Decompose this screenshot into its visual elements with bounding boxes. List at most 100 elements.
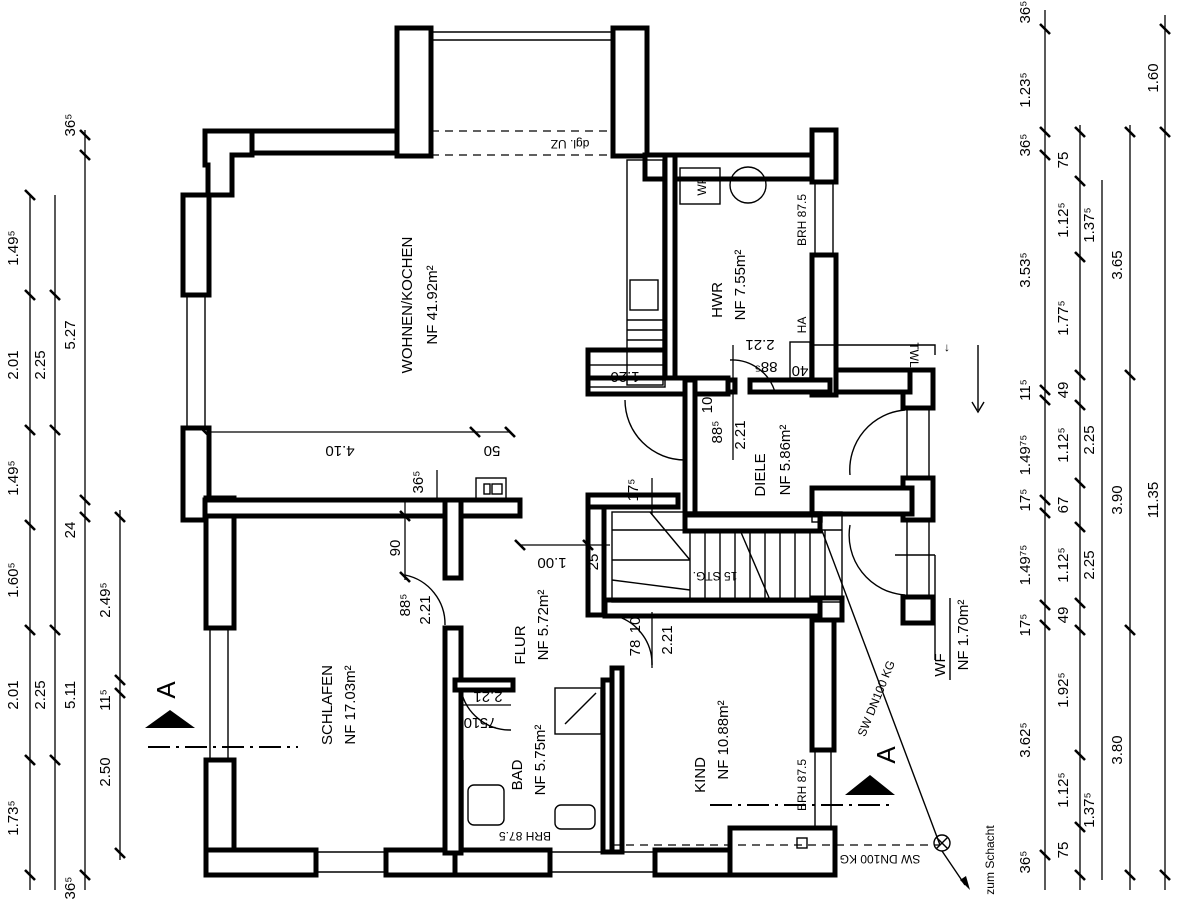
room-schlafen-area: NF 17.03m² (342, 665, 359, 744)
door-arc-schlafen (404, 574, 446, 626)
room-hwr-area: NF 7.55m² (732, 250, 749, 321)
rdim1-10: 36⁵ (1017, 851, 1034, 874)
wall-hwr-corner (809, 127, 839, 185)
brh-bad: BRH 87.5 (499, 829, 551, 843)
door-arc-wf (848, 524, 906, 596)
door-arc-wohnen (624, 399, 686, 461)
wall-bottom-1 (203, 847, 319, 878)
rdim5-1: 11.35 (1145, 482, 1162, 518)
ldim-6: 1.73⁵ (5, 800, 22, 835)
rdim2-0: 75 (1055, 152, 1072, 169)
sewer-label-bottom: SW DN100 KG (840, 852, 921, 866)
rdim4-2: 3.80 (1109, 735, 1126, 764)
rdim2-1: 1.12⁵ (1055, 202, 1072, 237)
wall-kitchen-diele (585, 375, 731, 397)
dim-88-5-h: 88⁵ (755, 358, 778, 375)
dim-2-21-b: 2.21 (473, 688, 502, 705)
door-arc-bad (460, 689, 512, 731)
wall-stair-top (682, 512, 823, 534)
rdim2-2: 1.77⁵ (1055, 300, 1072, 335)
dim-88-5-s: 88⁵ (397, 594, 414, 617)
bay-left-pier (394, 25, 434, 159)
dim-88-5-d: 88⁵ (709, 421, 726, 444)
zum-schacht-label: zum Schacht (983, 825, 997, 895)
rdim3-3: 1.37⁵ (1081, 792, 1098, 827)
dim-4-10: 4.10 (325, 442, 354, 459)
rdim4-1: 3.90 (1109, 485, 1126, 514)
ldim-4: 1.60⁵ (5, 562, 22, 597)
ldim2-2: 2.25 (32, 680, 49, 709)
dim-78: 78 (627, 640, 644, 657)
ldim2-1: 2.25 (32, 350, 49, 379)
door-arc-diele (849, 409, 906, 476)
dim-50: 50 (484, 442, 501, 459)
rdim2-5: 67 (1055, 497, 1072, 514)
chimney (475, 477, 507, 501)
rdim2-4: 1.12⁵ (1055, 427, 1072, 462)
fixtures: dgl. UZ WP (404, 130, 936, 850)
brh-kind: BRH 87.5 (795, 759, 809, 811)
ldim4-1: 2.49⁵ (97, 582, 114, 617)
kitchen-counter (626, 159, 664, 386)
room-kind-name: KIND (692, 757, 709, 793)
dim-2-21-k: 2.21 (659, 625, 676, 654)
section-arrow-right-icon (845, 775, 895, 795)
ldim4-3: 2.50 (97, 757, 114, 786)
room-kind-area: NF 10.88m² (715, 700, 732, 779)
rdim1-8: 17⁵ (1017, 614, 1034, 637)
rdim1-1: 1.23⁵ (1017, 72, 1034, 107)
washbasin (467, 784, 505, 826)
sewer-diag (817, 519, 941, 846)
rdim2-10: 75 (1055, 842, 1072, 859)
wall-flur-top (442, 497, 464, 581)
wall-stair-left-top (585, 492, 681, 510)
wall-schlafen-right (442, 625, 464, 856)
arrow-schacht-icon (960, 876, 970, 890)
brh-hwr: BRH 87.5 (795, 194, 809, 246)
room-schlafen-name: SCHLAFEN (319, 665, 336, 745)
wp-label: WP (695, 176, 709, 195)
room-wohnen-area: NF 41.92m² (424, 265, 441, 344)
dim-40: 40 (792, 362, 809, 379)
ldim4-2: 11⁵ (97, 689, 114, 711)
twl-label: TWL (907, 342, 921, 368)
room-bad-name: BAD (509, 759, 526, 790)
rdim5-0: 1.60 (1145, 63, 1162, 92)
wall-hwr-bottom-2 (747, 377, 833, 395)
ha-label: HA (795, 317, 809, 334)
wall-bottom-3 (652, 847, 733, 878)
ldim-3: 1.49⁵ (5, 460, 22, 495)
exterior-walls (180, 25, 936, 878)
dim-25: 25 (585, 554, 602, 571)
room-flur-area: NF 5.72m² (535, 590, 552, 661)
ldim3-3: 5.11 (62, 681, 79, 709)
dim-75: 75 (480, 714, 497, 731)
room-hwr-name: HWR (709, 282, 726, 318)
room-diele-area: NF 5.86m² (777, 425, 794, 496)
section-label-right: A (871, 746, 901, 764)
shower-tray (554, 687, 602, 735)
dim-10-b: 10 (464, 714, 481, 731)
wall-left-upper (180, 192, 212, 298)
wall-bottom-kind (727, 825, 838, 878)
bay-right-pier (610, 25, 650, 159)
rdim1-7: 1.49⁷⁵ (1017, 545, 1034, 586)
wall-wf-pier-bottom (900, 594, 936, 626)
room-bad-area: NF 5.75m² (532, 725, 549, 796)
rdim4-0: 3.65 (1109, 250, 1126, 279)
section-arrow-left-icon (145, 710, 195, 728)
rdim1-9: 3.62⁵ (1017, 722, 1034, 757)
ldim3-1: 5.27 (62, 320, 79, 349)
rdim1-2: 36⁵ (1017, 134, 1034, 157)
door-arc-hwr (729, 359, 776, 393)
section-label-left: A (151, 681, 181, 699)
kitchen-sink (629, 279, 659, 311)
ldim-5: 2.01 (5, 680, 22, 709)
dim-10-k: 10 (627, 617, 644, 634)
wall-wohnen-schlafen (202, 497, 523, 519)
wall-schlafen-left (203, 495, 237, 631)
annotations: BRH 87.5 BRH 87.5 BRH 87.5 HA TWL → SW D… (145, 194, 997, 895)
wall-kind-top (602, 597, 823, 619)
rdim3-1: 2.25 (1081, 425, 1098, 454)
room-labels: WOHNEN/KOCHEN NF 41.92m² HWR NF 7.55m² D… (319, 237, 972, 796)
